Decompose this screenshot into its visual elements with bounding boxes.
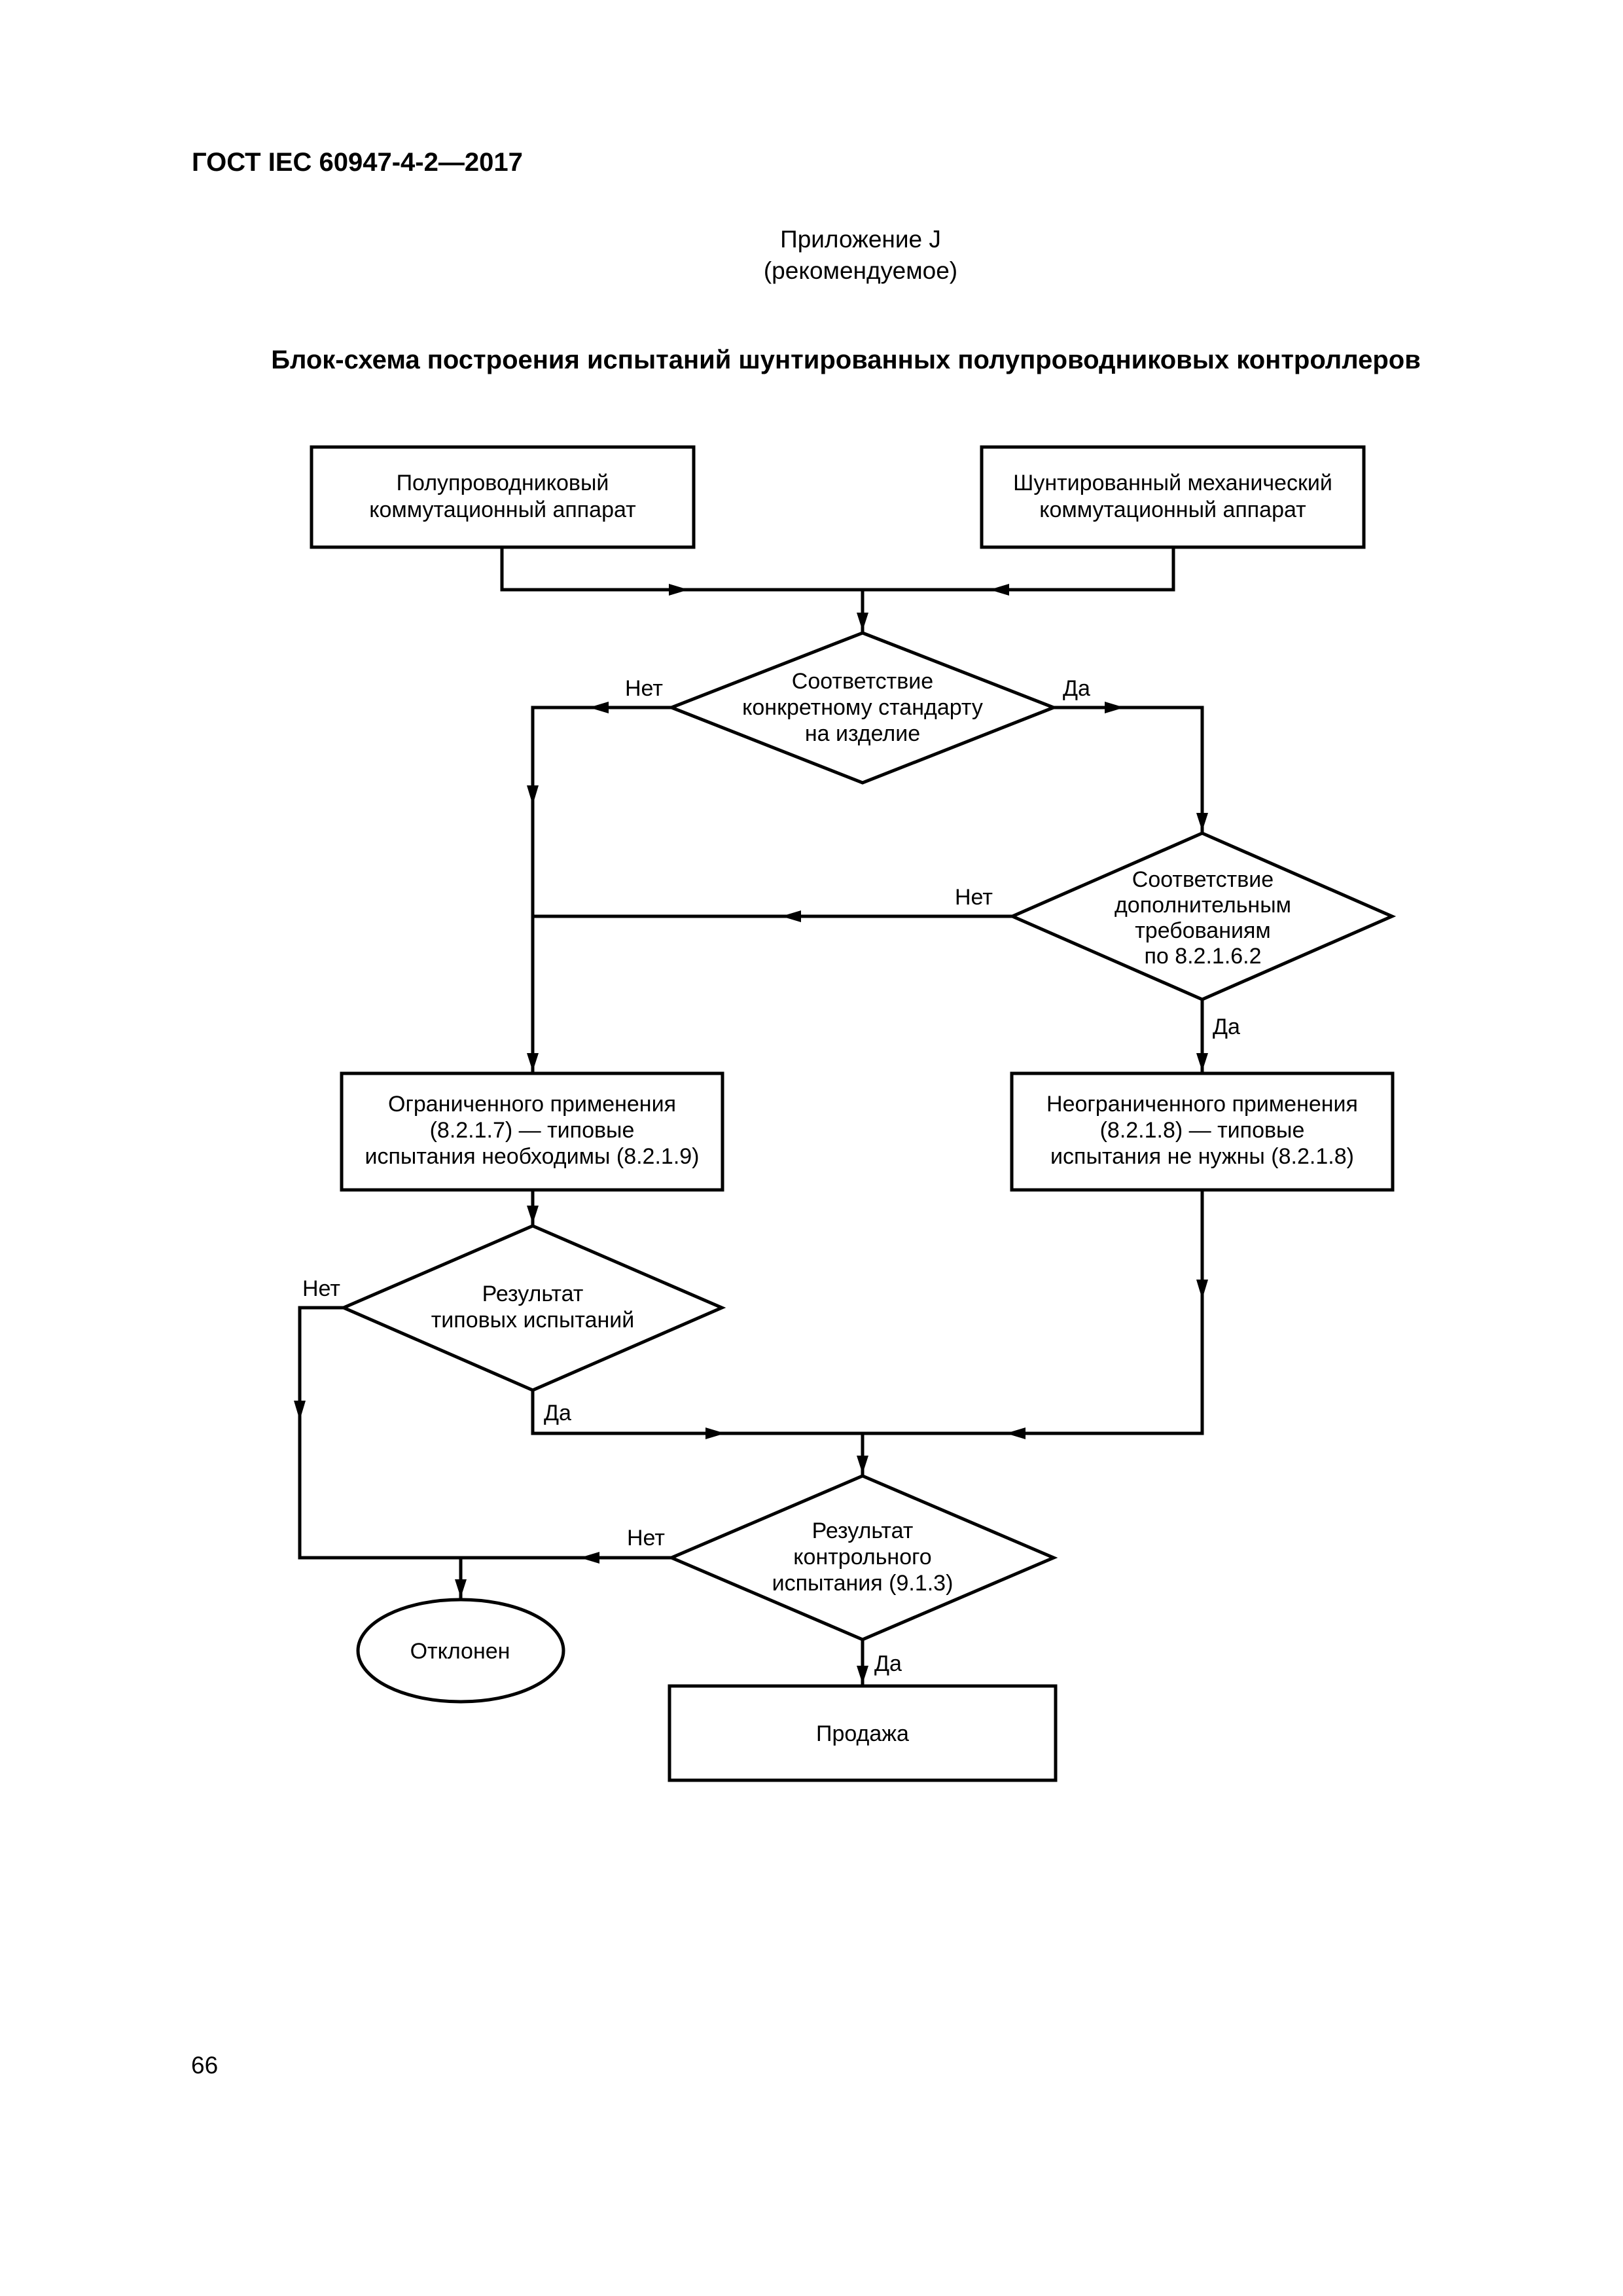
standard-designation: ГОСТ IEC 60947-4-2—2017 [192, 148, 523, 177]
label-standard-no: Нет [625, 676, 663, 701]
box-limited-line3: испытания необходимы (8.2.1.9) [365, 1144, 700, 1169]
ellipse-rejected-label: Отклонен [410, 1639, 510, 1664]
box-shunted [980, 445, 1366, 549]
diamond-additional-line1: Соответствие [1132, 867, 1274, 892]
box-unlimited-line1: Неограниченного применения [1046, 1092, 1358, 1117]
box-semiconductor-line1: Полупроводниковый [397, 471, 609, 495]
box-sale [668, 1684, 1058, 1782]
box-semiconductor [310, 445, 696, 549]
diamond-type-test-line1: Результат [482, 1282, 584, 1306]
diamond-routine-line2: контрольного [793, 1545, 931, 1570]
diamond-routine-line1: Результат [812, 1518, 914, 1543]
box-sale-label: Продажа [816, 1721, 909, 1746]
appendix-type: (рекомендуемое) [763, 257, 958, 284]
connector-standard-yes [1054, 706, 1204, 833]
label-routine-no: Нет [627, 1526, 665, 1551]
box-limited-line2: (8.2.1.7) — типовые [430, 1118, 635, 1143]
box-limited-line1: Ограниченного применения [388, 1092, 676, 1117]
diamond-standard [667, 631, 1058, 785]
label-additional-yes: Да [1213, 1014, 1240, 1039]
diamond-additional-line3: требованиям [1135, 918, 1271, 943]
appendix-label: Приложение J [780, 226, 941, 253]
box-unlimited-line3: испытания не нужны (8.2.1.8) [1050, 1144, 1354, 1169]
box-semiconductor-line2: коммутационный аппарат [369, 497, 636, 522]
label-standard-yes: Да [1063, 676, 1090, 701]
box-shunted-line2: коммутационный аппарат [1039, 497, 1306, 522]
connector-standard-no [531, 706, 671, 1073]
label-type-test-no: Нет [302, 1276, 340, 1301]
merge-line-top [500, 547, 1175, 592]
label-type-test-yes: Да [544, 1401, 571, 1426]
label-routine-yes: Да [874, 1651, 902, 1676]
box-shunted-line1: Шунтированный механический [1013, 471, 1332, 495]
connector-type-test-no [298, 1306, 671, 1560]
diamond-additional-line4: по 8.2.1.6.2 [1144, 944, 1261, 969]
diamond-routine-line3: испытания (9.1.3) [772, 1571, 954, 1596]
diamond-additional-line2: дополнительным [1115, 893, 1291, 918]
diamond-standard-line3: на изделие [805, 721, 920, 746]
figure-title: Блок-схема построения испытаний шунтиров… [271, 346, 1421, 374]
box-unlimited-line2: (8.2.1.8) — типовые [1100, 1118, 1305, 1143]
diamond-standard-line1: Соответствие [792, 669, 933, 694]
arrowheads [294, 584, 1208, 1684]
box-limited [340, 1071, 724, 1192]
diamond-standard-line2: конкретному стандарту [742, 695, 983, 720]
label-additional-no: Нет [955, 885, 993, 910]
diamond-type-test-line2: типовых испытаний [431, 1308, 635, 1333]
page-number: 66 [191, 2052, 219, 2079]
connector-merge-bottom [531, 1190, 1204, 1435]
